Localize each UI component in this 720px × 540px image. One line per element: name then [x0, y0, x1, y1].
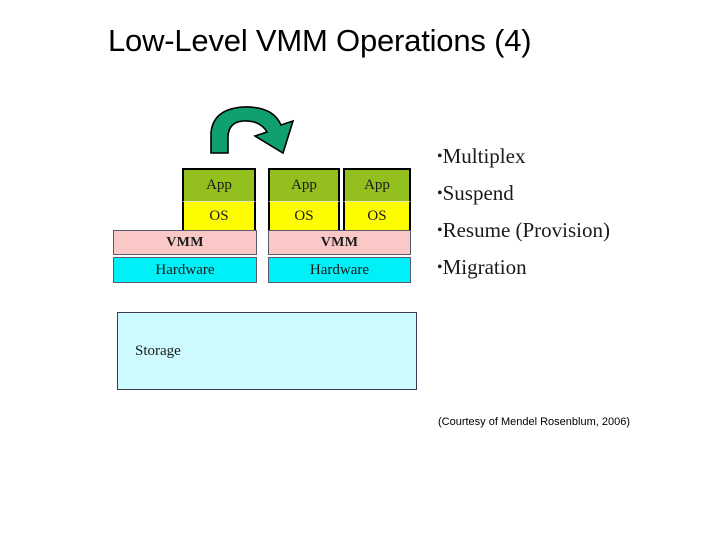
migration-arrow-icon [210, 106, 295, 155]
list-item: •Multiplex [437, 138, 697, 175]
bullet-icon: • [437, 259, 443, 276]
right-vmm-box: VMM [268, 230, 411, 255]
bullet-icon: • [437, 185, 443, 202]
list-item: •Resume (Provision) [437, 212, 697, 249]
operation-label: Multiplex [442, 144, 526, 168]
list-item: •Migration [437, 249, 697, 286]
right-app-box-1: App [268, 168, 340, 201]
bullet-icon: • [437, 222, 443, 239]
right-os-box-1: OS [268, 201, 340, 232]
left-app-box: App [182, 168, 256, 201]
operations-list: •Multiplex •Suspend •Resume (Provision) … [437, 138, 697, 286]
operation-label: Resume (Provision) [442, 218, 611, 242]
right-app-box-2: App [343, 168, 411, 201]
credit-line: (Courtesy of Mendel Rosenblum, 2006) [438, 416, 630, 428]
list-item: •Suspend [437, 175, 697, 212]
left-hardware-box: Hardware [113, 257, 257, 283]
left-vmm-box: VMM [113, 230, 257, 255]
storage-box: Storage [117, 312, 417, 390]
right-hardware-box: Hardware [268, 257, 411, 283]
bullet-icon: • [437, 148, 443, 165]
operation-label: Suspend [442, 181, 514, 205]
operation-label: Migration [442, 255, 527, 279]
page-title: Low-Level VMM Operations (4) [108, 23, 532, 58]
right-os-box-2: OS [343, 201, 411, 232]
left-os-box: OS [182, 201, 256, 232]
